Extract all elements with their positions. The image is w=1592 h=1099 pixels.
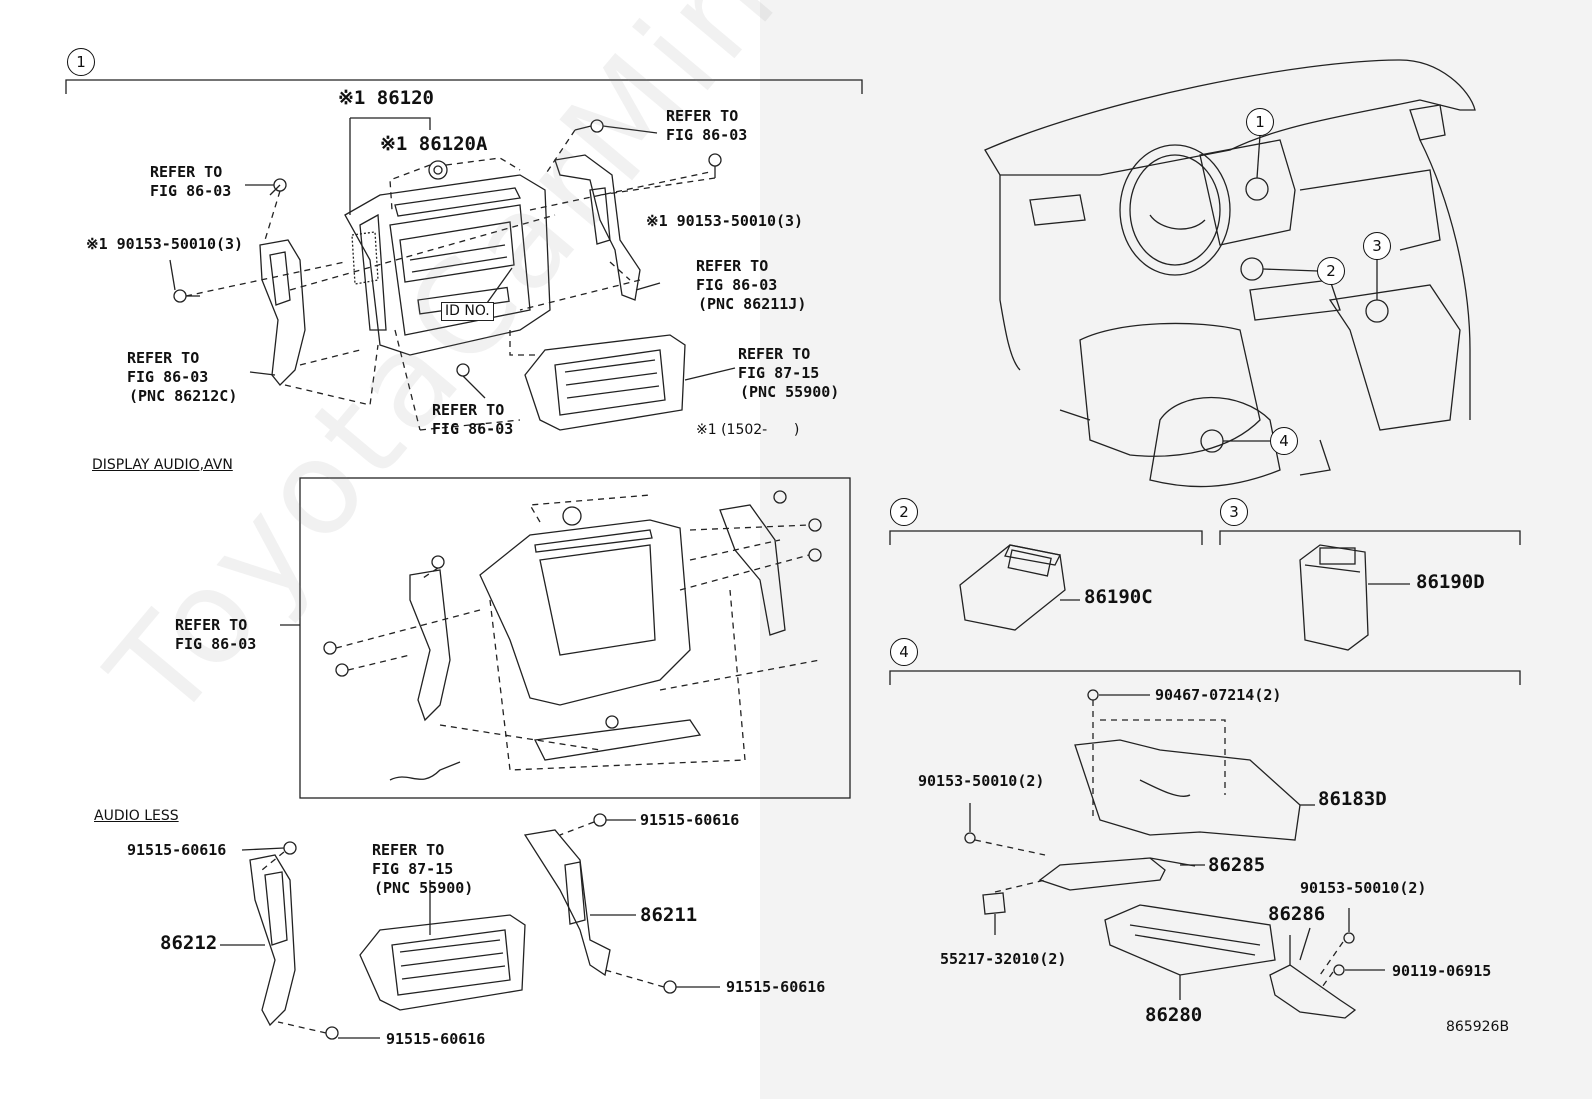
part-86286-label: 86286 [1268,903,1326,925]
audio-less-dashes [261,821,665,1034]
bolt-91515-tr-label: 91515-60616 [640,811,740,829]
section-2-number: 2 [890,498,918,526]
display-audio-box [280,477,851,799]
bracket-86286-drawing [1269,935,1357,1019]
location-marker-3: 3 [1363,232,1391,260]
switch-86190c-drawing [959,544,1080,631]
refer-bottom-label-2: FIG 86-03 [432,420,514,438]
interior-location-markers [1200,134,1389,453]
amplifier-cover-86183d-drawing [1074,739,1315,841]
location-marker-2: 2 [1317,257,1345,285]
audio-less-refer-8715-2: FIG 87-15 [372,860,454,878]
refer-to-label-tr-1: REFER TO [666,107,739,125]
audio-less-refer-8715-3: (PNC 55900) [374,879,474,897]
section-1-number: 1 [67,48,95,76]
refer-86211j-label-2: FIG 86-03 [696,276,778,294]
bolt-91515-tl-label: 91515-60616 [127,841,227,859]
id-no-label: ID NO. [441,302,494,321]
bolt-90467-label: 90467-07214(2) [1155,686,1282,704]
refer-bottom-label-1: REFER TO [432,401,505,419]
right-bracket-drawing [554,119,722,301]
display-audio-dashes [335,494,821,771]
car-interior-drawing [984,59,1476,488]
section-3-bracket [1219,530,1521,545]
part-86211-label: 86211 [640,904,698,926]
bolt-90153-right-label: ※1 90153-50010(3) [646,212,804,230]
section-1-leaders [169,117,736,399]
bolt-90153-left-label: ※1 90153-50010(3) [86,235,244,253]
display-audio-drawing [323,490,822,781]
part-86183d-label: 86183D [1318,788,1387,810]
refer-to-label-tl-1: REFER TO [150,163,223,181]
clip-55217-label: 55217-32010(2) [940,950,1067,968]
amplifier-86280-drawing [1104,904,1276,1000]
refer-8715-label-2: FIG 87-15 [738,364,820,382]
refer-86212c-label-1: REFER TO [127,349,200,367]
section-1-bracket [65,79,863,94]
part-86190c-label: 86190C [1084,586,1153,608]
production-date-note: ※1 (1502- ) [696,422,800,438]
switch-86190d-drawing [1299,544,1410,651]
display-audio-refer-2: FIG 86-03 [175,635,257,653]
bolt-91515-br-label: 91515-60616 [726,978,826,996]
section-1-dashes [185,129,716,431]
section-2-bracket [889,530,1203,545]
audio-less-leaders [220,819,720,1039]
section-4-dashes [974,700,1344,991]
part-86120a-label: ※1 86120A [380,133,488,155]
climate-panel-drawing [456,334,686,431]
bracket-86285-drawing [1038,857,1196,891]
refer-to-label-tl-2: FIG 86-03 [150,182,232,200]
audio-less-heading: AUDIO LESS [94,808,179,824]
bolt-90153-s4-left-label: 90153-50010(2) [918,772,1045,790]
bolt-90153-s4-right-label: 90153-50010(2) [1300,879,1427,897]
section-4-number: 4 [890,638,918,666]
background-gray-panel [760,0,1592,1099]
refer-86211j-label-1: REFER TO [696,257,769,275]
bolt-90119-label: 90119-06915 [1392,962,1492,980]
refer-86212c-label-2: FIG 86-03 [127,368,209,386]
refer-86211j-label-3: (PNC 86211J) [698,295,807,313]
part-86285-label: 86285 [1208,854,1266,876]
location-marker-4: 4 [1270,427,1298,455]
section-3-number: 3 [1220,498,1248,526]
section-4-leaders [969,694,1385,971]
refer-to-label-tr-2: FIG 86-03 [666,126,748,144]
refer-8715-label-3: (PNC 55900) [740,383,840,401]
figure-id-label: 865926B [1446,1019,1510,1035]
part-86120-label: ※1 86120 [338,87,434,109]
audio-less-drawing [249,813,677,1040]
part-86212-label: 86212 [160,932,218,954]
section-4-bracket [889,670,1521,685]
location-marker-1: 1 [1246,108,1274,136]
refer-86212c-label-3: (PNC 86212C) [129,387,238,405]
display-audio-heading: DISPLAY AUDIO,AVN [92,457,233,473]
audio-less-refer-8715-1: REFER TO [372,841,445,859]
refer-8715-label-1: REFER TO [738,345,811,363]
display-audio-refer-1: REFER TO [175,616,248,634]
bolt-91515-bl-label: 91515-60616 [386,1030,486,1048]
part-86280-label: 86280 [1145,1004,1203,1026]
part-86190d-label: 86190D [1416,571,1485,593]
